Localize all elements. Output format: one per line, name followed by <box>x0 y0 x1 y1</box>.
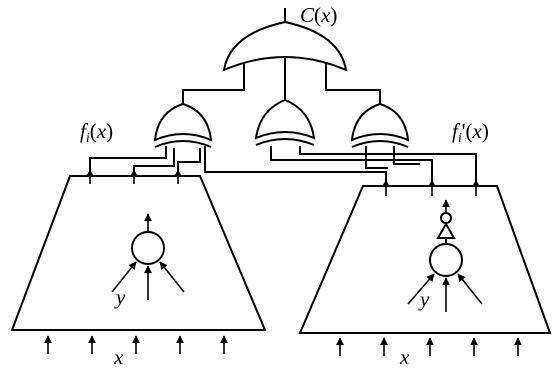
right-block-input-arrows <box>336 337 522 356</box>
right-block <box>298 185 552 334</box>
left-function-label: fi(x) <box>80 119 113 146</box>
right-input-label: x <box>399 345 410 369</box>
xor-gate-middle <box>254 98 316 146</box>
left-inner-node <box>111 213 185 300</box>
xor-gate-left <box>153 102 213 148</box>
right-inner-node <box>407 199 483 312</box>
right-hidden-input-label: y <box>418 287 430 311</box>
left-block-output-arrows <box>86 169 182 184</box>
right-block-output-arrows <box>382 179 480 196</box>
left-input-label: x <box>113 345 124 369</box>
output-label: C(x) <box>300 3 337 27</box>
wire-or-to-xor-left <box>182 62 245 104</box>
or-gate-top <box>222 20 348 72</box>
left-block-input-arrows <box>44 335 228 354</box>
left-hidden-input-label: y <box>114 285 126 309</box>
xor-gate-right <box>350 102 410 148</box>
wire-or-to-xor-right <box>325 62 381 104</box>
crossing-wires <box>89 146 477 186</box>
right-function-label: fi'(x) <box>452 119 489 146</box>
